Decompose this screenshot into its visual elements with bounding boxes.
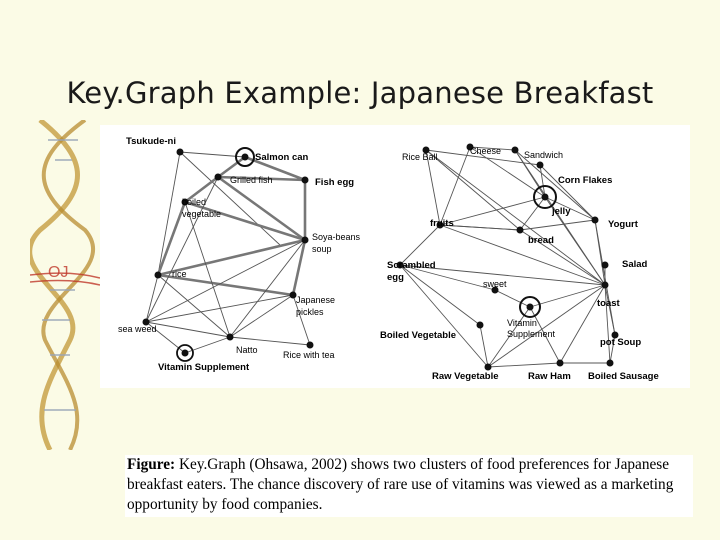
keygraph-figure: Tsukude-ni Salmon can Grilled fish Fish … [100, 125, 690, 388]
node-label: Salad [622, 259, 648, 270]
node-label: rice [172, 269, 187, 279]
node-label: Raw Vegetable [432, 371, 499, 382]
node-label: Vitamin Supplement [158, 362, 250, 373]
slide-title: Key.Graph Example: Japanese Breakfast [66, 76, 654, 110]
node-label: Boiled Vegetable [380, 330, 456, 341]
node-label: Rice with tea [283, 350, 335, 360]
svg-text:OJ: OJ [48, 264, 68, 281]
node-label: Rice Ball [402, 152, 438, 162]
node-label: Raw Ham [528, 371, 571, 382]
node-label: Tsukude-ni [126, 136, 176, 147]
node-label: Cheese [470, 146, 501, 156]
node-label: Corn Flakes [558, 175, 612, 186]
dna-helix-icon: OJ [30, 120, 101, 450]
node-label: Sandwich [524, 150, 563, 160]
caption-label: Figure: [127, 456, 176, 473]
right-cluster: Rice Ball Cheese Sandwich Corn Flakes fr… [380, 143, 659, 382]
node-label: sea weed [118, 324, 157, 334]
node-label: Boiled Sausage [588, 371, 659, 382]
left-cluster: Tsukude-ni Salmon can Grilled fish Fish … [118, 136, 361, 373]
node-label: Salmon can [255, 152, 309, 163]
node-label: Grilled fish [230, 175, 273, 185]
caption-text: Key.Graph (Ohsawa, 2002) shows two clust… [127, 456, 674, 513]
node-label: fruits [430, 218, 454, 229]
node-label: sweet [483, 279, 507, 289]
node-label: toast [597, 298, 621, 309]
node-label: jelly [551, 206, 571, 217]
node-label: Yogurt [608, 219, 639, 230]
figure-caption: Figure: Key.Graph (Ohsawa, 2002) shows t… [125, 455, 693, 517]
node-label: Fish egg [315, 177, 354, 188]
node-label: bread [528, 235, 554, 246]
node-label: pot Soup [600, 337, 641, 348]
node-label: Natto [236, 345, 258, 355]
